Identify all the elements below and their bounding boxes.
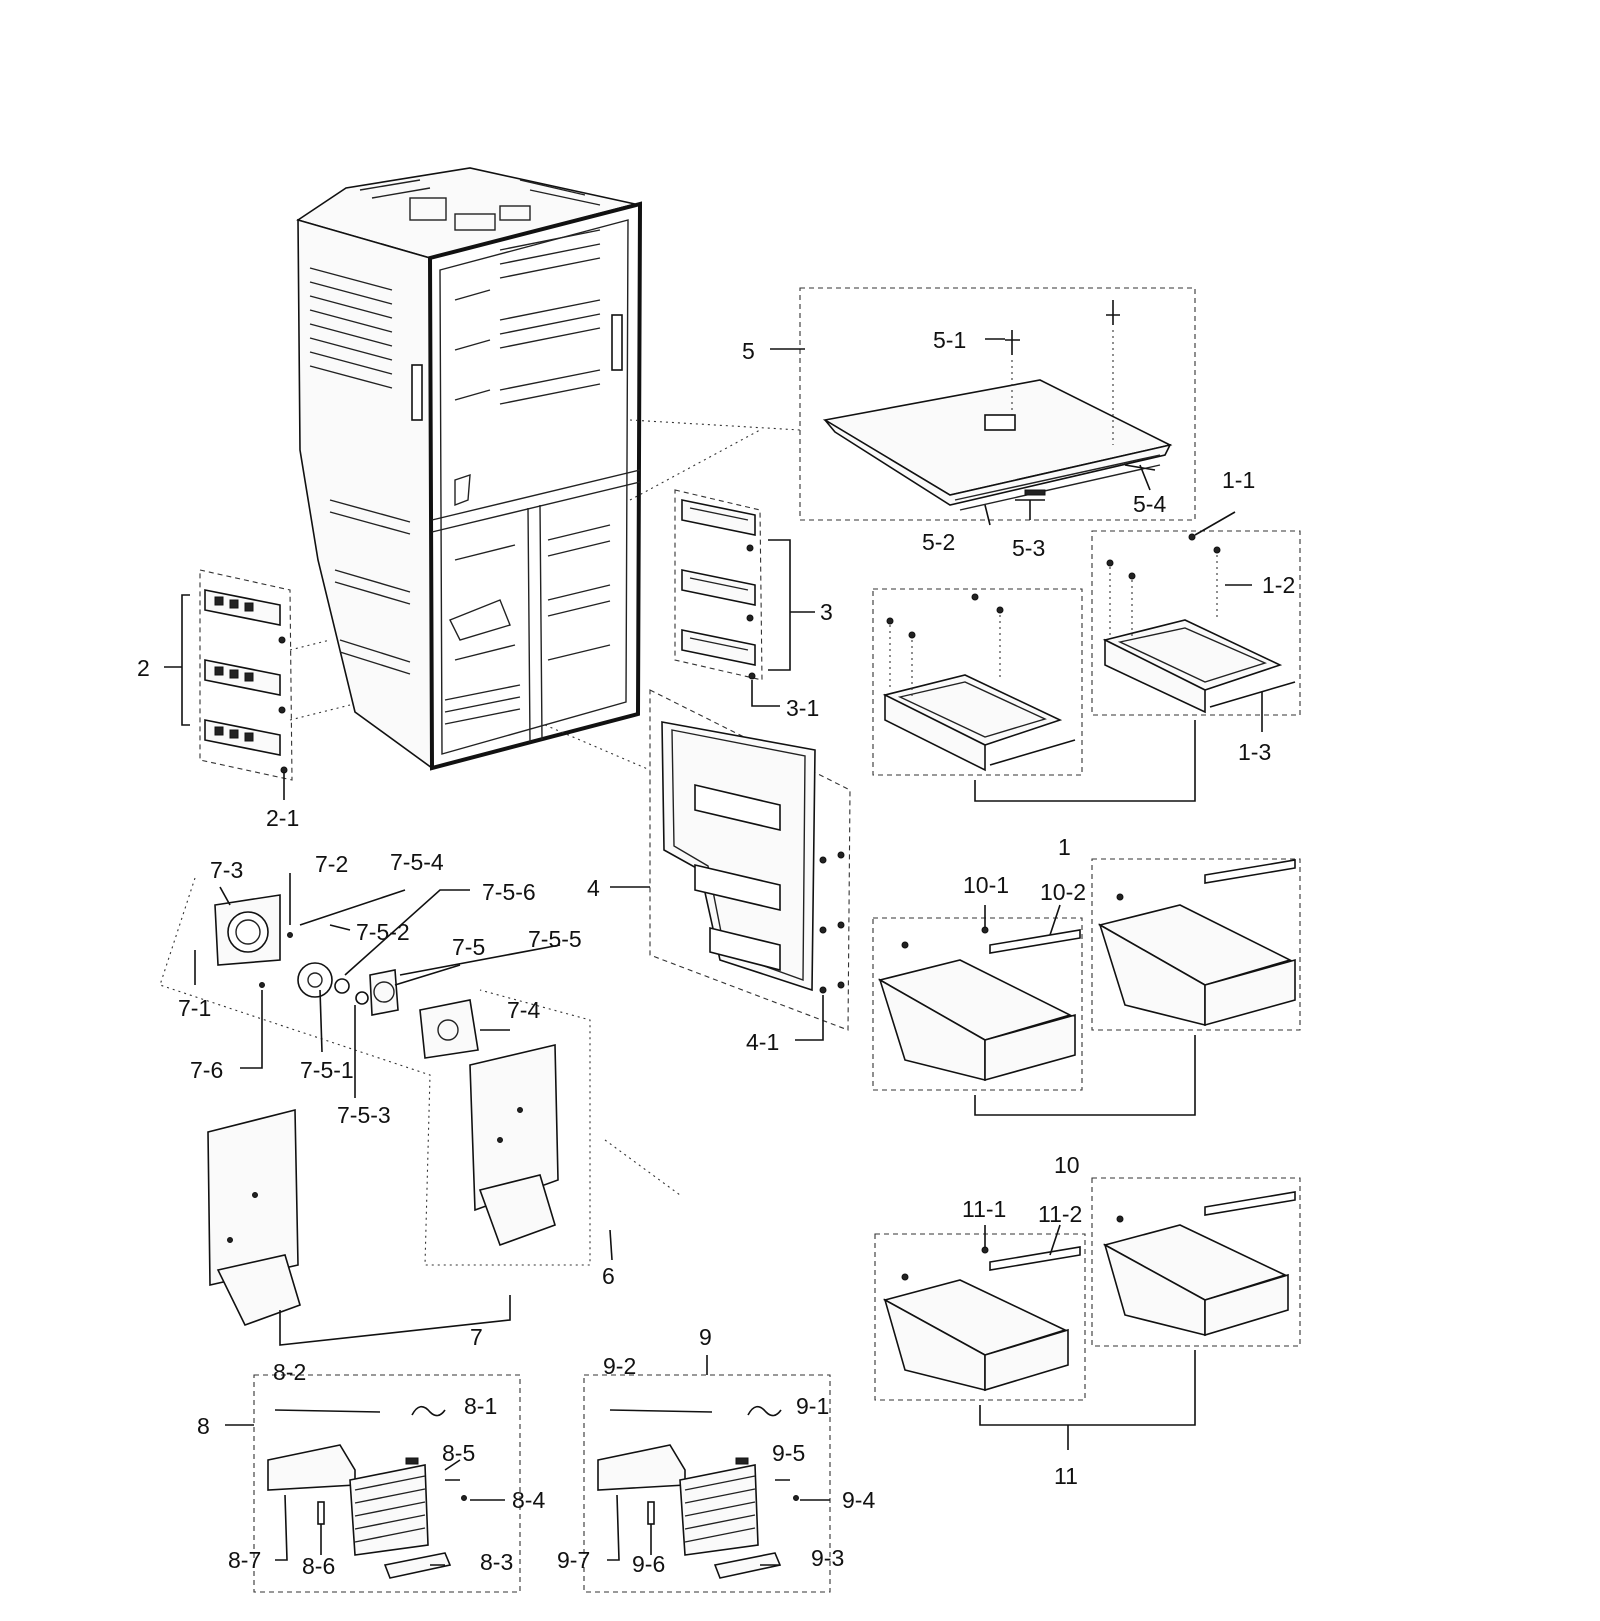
label-1-1: 1-1: [1222, 467, 1255, 493]
label-5-1: 5-1: [933, 327, 966, 353]
label-7-5: 7-5: [452, 934, 485, 960]
label-5-2: 5-2: [922, 529, 955, 555]
part-labels: 1 1-1 1-2 1-3 2 2-1 3 3-1 4 4-1 5 5-1 5-…: [137, 327, 1295, 1579]
label-9: 9: [699, 1324, 712, 1350]
label-7-2: 7-2: [315, 851, 348, 877]
label-9-3: 9-3: [811, 1545, 844, 1571]
part-4-panel: [610, 689, 851, 1041]
part-5-shelf: [770, 287, 1196, 526]
label-7-6: 7-6: [190, 1057, 223, 1083]
label-5-3: 5-3: [1012, 535, 1045, 561]
label-9-7: 9-7: [557, 1547, 590, 1573]
label-5: 5: [742, 338, 755, 364]
label-3-1: 3-1: [786, 695, 819, 721]
label-1-2: 1-2: [1262, 572, 1295, 598]
label-5-4: 5-4: [1133, 491, 1166, 517]
label-8-4: 8-4: [512, 1487, 545, 1513]
label-2: 2: [137, 655, 150, 681]
label-4-1: 4-1: [746, 1029, 779, 1055]
refrigerator-cabinet: [296, 167, 643, 771]
label-7-5-3: 7-5-3: [337, 1102, 391, 1128]
label-4: 4: [587, 875, 600, 901]
label-3: 3: [820, 599, 833, 625]
label-7-1: 7-1: [178, 995, 211, 1021]
label-11-1: 11-1: [962, 1196, 1006, 1222]
label-7-3: 7-3: [210, 857, 243, 883]
part-1-trays: [872, 511, 1301, 802]
label-7-4: 7-4: [507, 997, 540, 1023]
label-9-1: 9-1: [796, 1393, 829, 1419]
label-8-2: 8-2: [273, 1359, 306, 1385]
label-8-1: 8-1: [464, 1393, 497, 1419]
part-11-drawers: [874, 1177, 1301, 1450]
leader-dotted-lines: [289, 419, 801, 1196]
label-8-3: 8-3: [480, 1549, 513, 1575]
label-9-2: 9-2: [603, 1353, 636, 1379]
label-10: 10: [1054, 1152, 1080, 1178]
part-3-rails: [674, 489, 815, 707]
part-7-fan-assembly: [159, 873, 613, 1346]
label-11: 11: [1054, 1463, 1078, 1489]
label-2-1: 2-1: [266, 805, 299, 831]
label-9-6: 9-6: [632, 1551, 665, 1577]
label-7-5-5: 7-5-5: [528, 926, 582, 952]
label-7: 7: [470, 1324, 483, 1350]
label-8-5: 8-5: [442, 1440, 475, 1466]
label-9-5: 9-5: [772, 1440, 805, 1466]
part-9-evaporator: [583, 1355, 831, 1593]
label-8: 8: [197, 1413, 210, 1439]
part-2-rails: [164, 569, 293, 800]
label-8-6: 8-6: [302, 1553, 335, 1579]
label-1: 1: [1058, 834, 1071, 860]
label-7-5-2: 7-5-2: [356, 919, 410, 945]
part-8-evaporator: [225, 1374, 521, 1593]
label-6: 6: [602, 1263, 615, 1289]
label-11-2: 11-2: [1038, 1201, 1082, 1227]
label-7-5-4: 7-5-4: [390, 849, 444, 875]
label-9-4: 9-4: [842, 1487, 875, 1513]
label-8-7: 8-7: [228, 1547, 261, 1573]
label-7-5-6: 7-5-6: [482, 879, 536, 905]
label-10-1: 10-1: [963, 872, 1009, 898]
label-7-5-1: 7-5-1: [300, 1057, 354, 1083]
part-10-drawers: [872, 858, 1301, 1116]
label-10-2: 10-2: [1040, 879, 1086, 905]
label-1-3: 1-3: [1238, 739, 1271, 765]
